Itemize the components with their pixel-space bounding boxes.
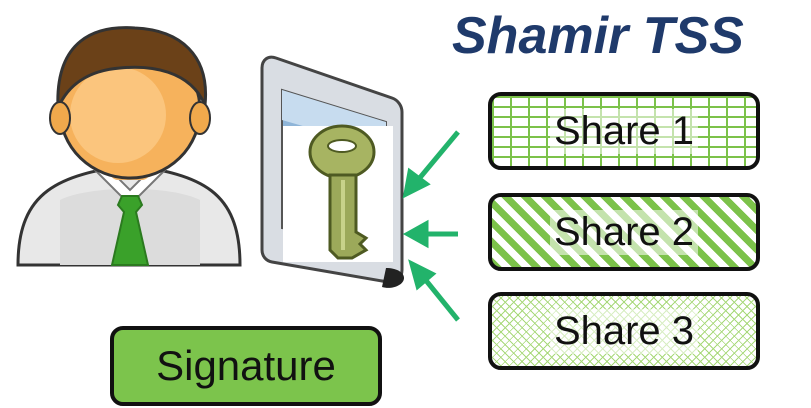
- page-title: Shamir TSS: [452, 7, 744, 65]
- share-label: Share 1: [549, 108, 699, 154]
- share-box-3: Share 3: [488, 292, 760, 370]
- share-box-2: Share 2: [488, 193, 760, 271]
- user-avatar-icon: [16, 26, 242, 267]
- key-icon: [283, 124, 393, 262]
- share-label: Share 2: [549, 209, 699, 255]
- share-box-1: Share 1: [488, 92, 760, 170]
- arrow-icon: [402, 130, 460, 322]
- signature-box: Signature: [110, 326, 382, 406]
- share-label: Share 3: [549, 308, 699, 354]
